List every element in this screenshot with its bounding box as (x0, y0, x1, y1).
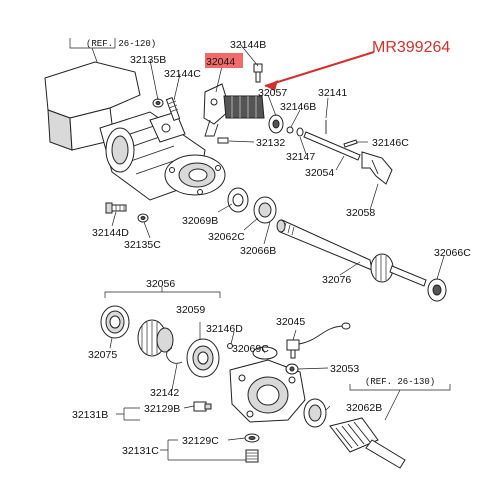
label-32076: 32076 (322, 274, 351, 286)
label-32132: 32132 (256, 137, 285, 149)
fasteners-upper-left (105, 96, 181, 223)
ref-upper: (REF. 26-120) (86, 39, 156, 49)
label-32129B: 32129B (144, 403, 180, 415)
boot-and-shift-shaft (203, 63, 393, 185)
label-32146B: 32146B (280, 101, 316, 113)
label-32144D: 32144D (92, 227, 129, 239)
label-32058: 32058 (346, 207, 375, 219)
label-32131C: 32131C (122, 445, 159, 457)
sensor-32045 (286, 322, 351, 359)
label-32069C: 32069C (232, 343, 269, 355)
label-32057: 32057 (258, 87, 287, 99)
label-32135B: 32135B (130, 54, 166, 66)
label-32044: 32044 (206, 56, 235, 68)
label-32144C: 32144C (164, 68, 201, 80)
highlight-32044-bg (205, 53, 243, 68)
callout-arrow (264, 51, 375, 91)
callout-part-number: MR399264 (372, 39, 450, 56)
label-32053: 32053 (330, 363, 359, 375)
lower-bracket-32056 (104, 287, 221, 298)
label-32045: 32045 (276, 316, 305, 328)
label-32131B: 32131B (72, 409, 108, 421)
label-32135C: 32135C (124, 239, 161, 251)
ref-lower: (REF. 26-130) (365, 377, 435, 387)
label-32142: 32142 (150, 387, 179, 399)
label-32147: 32147 (286, 151, 315, 163)
label-32056: 32056 (146, 278, 175, 290)
label-32075: 32075 (88, 349, 117, 361)
drive-shaft-lower (329, 384, 451, 469)
label-32062C: 32062C (208, 231, 245, 243)
label-32144B: 32144B (230, 39, 266, 51)
label-32146D: 32146D (206, 323, 243, 335)
label-32062B: 32062B (346, 402, 382, 414)
label-32059: 32059 (176, 304, 205, 316)
label-32054: 32054 (305, 167, 334, 179)
label-32069B: 32069B (182, 215, 218, 227)
label-32146C: 32146C (372, 137, 409, 149)
label-32141: 32141 (318, 87, 347, 99)
leader-lines (109, 43, 445, 461)
plugs (193, 401, 260, 463)
label-32066B: 32066B (240, 245, 276, 257)
label-32066C: 32066C (434, 247, 471, 259)
gear-and-bearing-group (100, 305, 220, 378)
differential-housing (227, 343, 327, 428)
label-32129C: 32129C (182, 435, 219, 447)
output-shaft-group (227, 187, 447, 302)
